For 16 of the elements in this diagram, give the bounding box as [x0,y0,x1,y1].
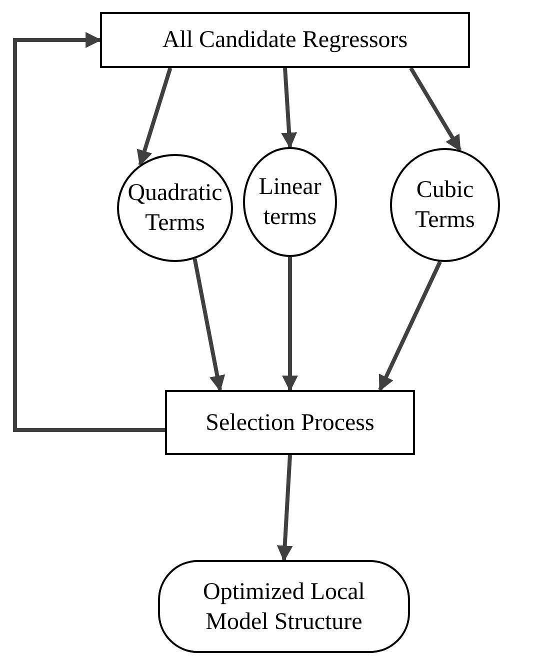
process-box [165,390,415,455]
node-label: Linear terms [258,173,322,232]
process-box [100,12,470,68]
node-label: Cubic Terms [414,176,476,235]
arrow [409,66,462,152]
arrow [276,454,293,562]
arrow [13,32,165,432]
arrow [192,258,226,392]
arrow [378,260,442,392]
node-label: All Candidate Regressors [161,26,409,55]
arrow [281,68,298,149]
arrow [136,67,172,166]
node-label: Selection Process [204,408,376,438]
node-label: Optimized Local Model Structure [202,578,366,636]
arrow [282,257,298,392]
node-label: Quadratic Terms [126,179,224,238]
